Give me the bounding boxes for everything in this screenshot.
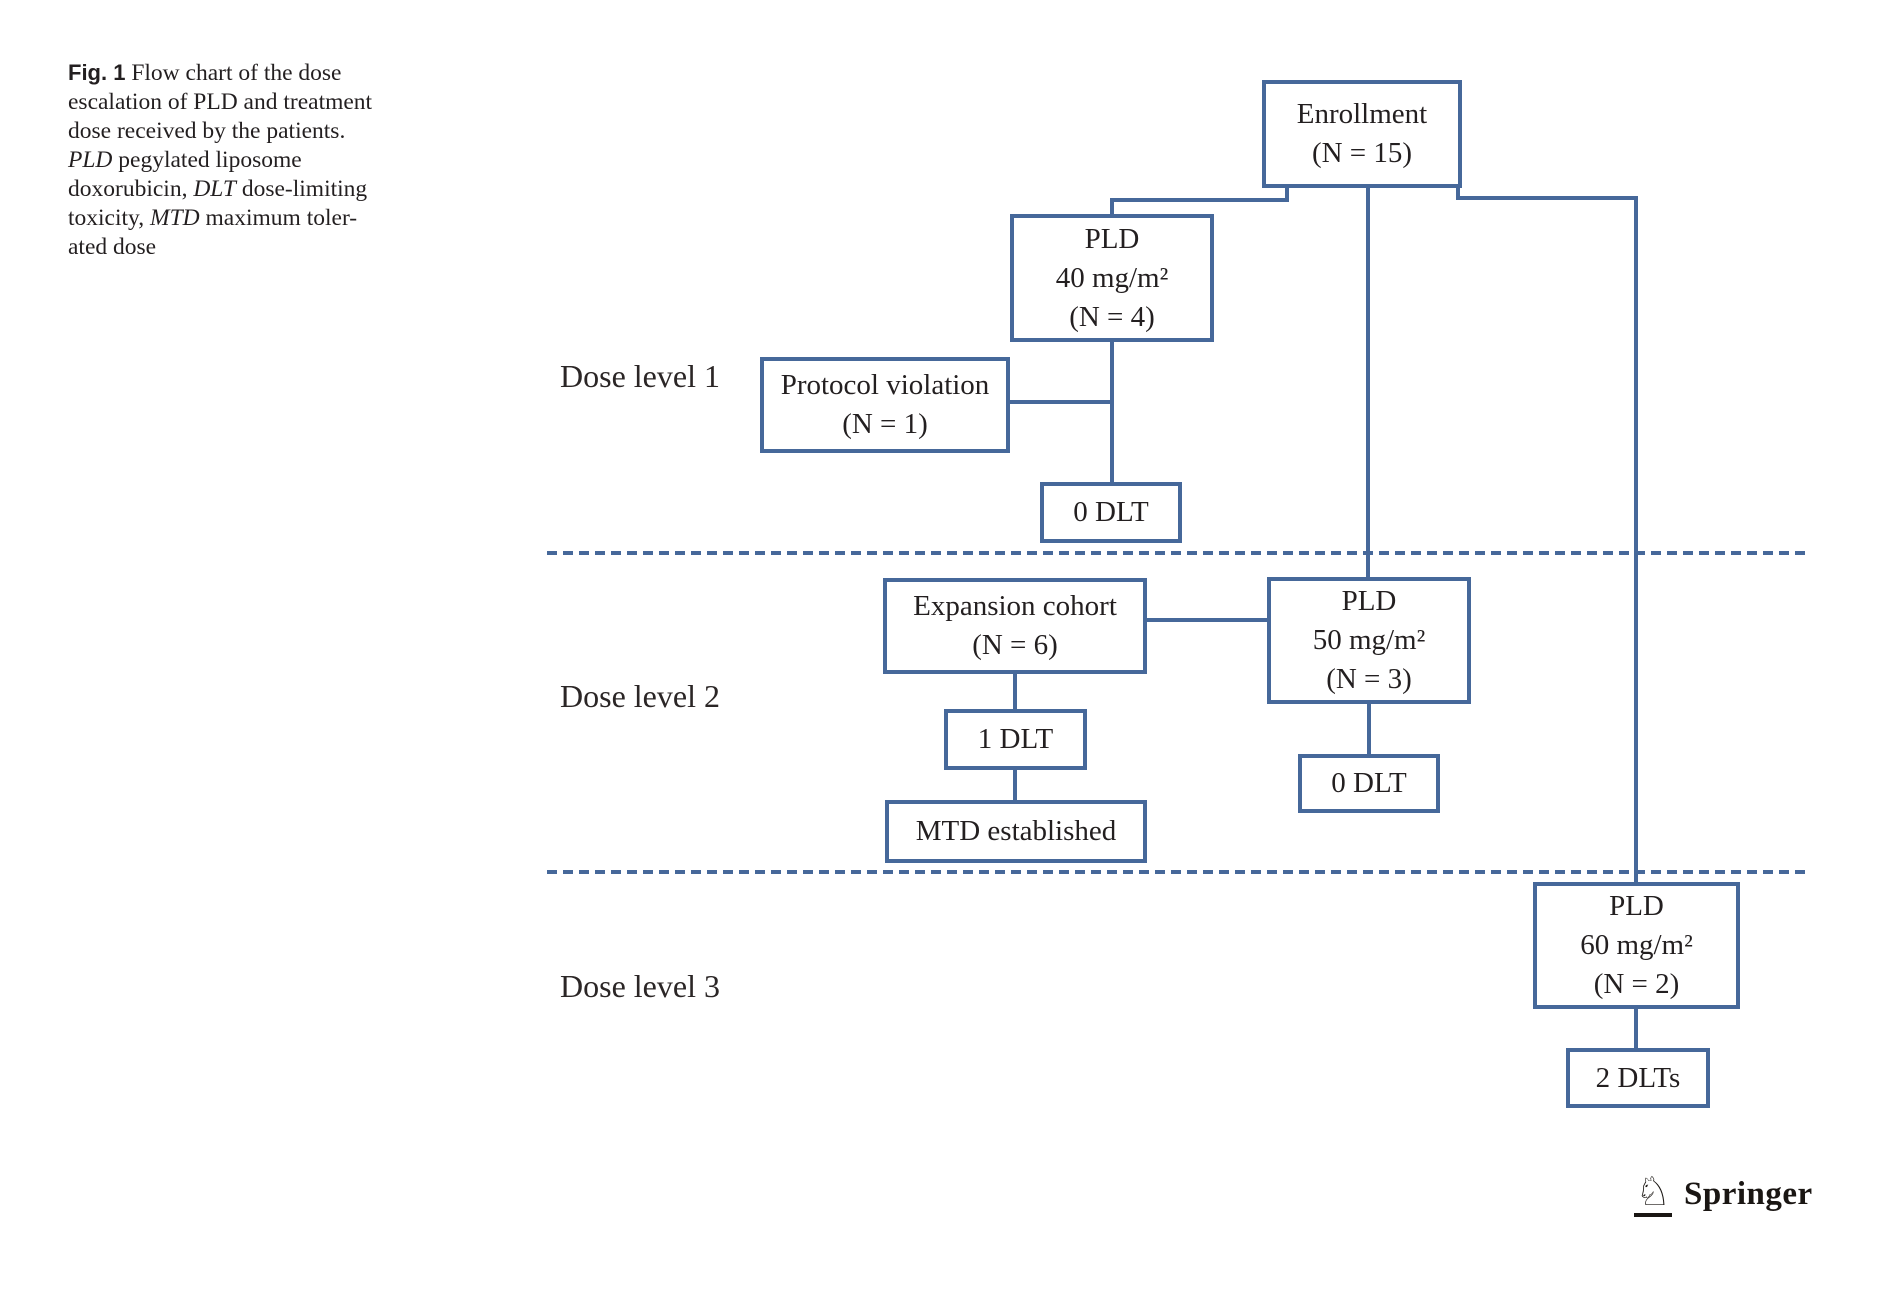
connector-enrollment-pld60-vertical [1634, 196, 1638, 884]
publisher-logo: ♘ Springer [1634, 1172, 1813, 1217]
node-1-dlt: 1 DLT [944, 709, 1087, 770]
node-2-dlts: 2 DLTs [1566, 1048, 1710, 1108]
node-pld-40: PLD 40 mg/m² (N = 4) [1010, 214, 1214, 342]
connector-pld50-dlt-vertical [1367, 702, 1371, 756]
connector-enrollment-right-stub [1456, 185, 1460, 200]
connector-expansion-dlt-vertical [1013, 672, 1017, 711]
springer-knight-icon: ♘ [1634, 1169, 1672, 1217]
connector-expansion-pld50-horizontal [1145, 618, 1269, 622]
connector-pld40-drop [1110, 198, 1114, 216]
connector-enrollment-left-stub [1285, 185, 1289, 202]
dose-level-divider-1 [547, 551, 1805, 555]
caption-line: PLD pegylated liposome [68, 147, 302, 173]
node-pld-50: PLD 50 mg/m² (N = 3) [1267, 577, 1471, 704]
figure-caption: Fig. 1 Flow chart of the dose escalation … [68, 58, 428, 262]
dose-level-3-label: Dose level 3 [560, 968, 720, 1004]
connector-enrollment-pld60-horizontal [1456, 196, 1638, 200]
caption-line: ated dose [68, 234, 157, 260]
connector-protocol-violation-horizontal [1008, 400, 1112, 404]
node-enrollment: Enrollment (N = 15) [1262, 80, 1462, 188]
caption-line: doxorubicin, DLT dose-limiting [68, 176, 368, 202]
dose-level-2-label: Dose level 2 [560, 678, 720, 714]
connector-dlt-mtd-vertical [1013, 768, 1017, 802]
connector-enrollment-pld50-vertical [1366, 185, 1370, 579]
connector-pld40-dlt-vertical [1110, 342, 1114, 484]
dose-level-divider-2 [547, 870, 1805, 874]
node-mtd-established: MTD established [885, 800, 1147, 863]
springer-knight-underline [1634, 1213, 1672, 1217]
connector-pld60-dlt-vertical [1634, 1008, 1638, 1050]
caption-line: dose received by the patients. [68, 118, 346, 144]
node-0-dlt-level1: 0 DLT [1040, 482, 1182, 543]
connector-enrollment-pld40-horizontal [1110, 198, 1289, 202]
node-protocol-violation: Protocol violation (N = 1) [760, 357, 1010, 453]
caption-line: escalation of PLD and treatment [68, 89, 373, 115]
publisher-name: Springer [1684, 1176, 1813, 1212]
caption-line: Fig. 1 Flow chart of the dose [68, 60, 342, 86]
node-expansion-cohort: Expansion cohort (N = 6) [883, 578, 1147, 674]
node-0-dlt-level2: 0 DLT [1298, 754, 1440, 813]
node-pld-60: PLD 60 mg/m² (N = 2) [1533, 882, 1740, 1009]
dose-level-1-label: Dose level 1 [560, 358, 720, 394]
caption-line: toxicity, MTD maximum toler- [68, 205, 358, 231]
